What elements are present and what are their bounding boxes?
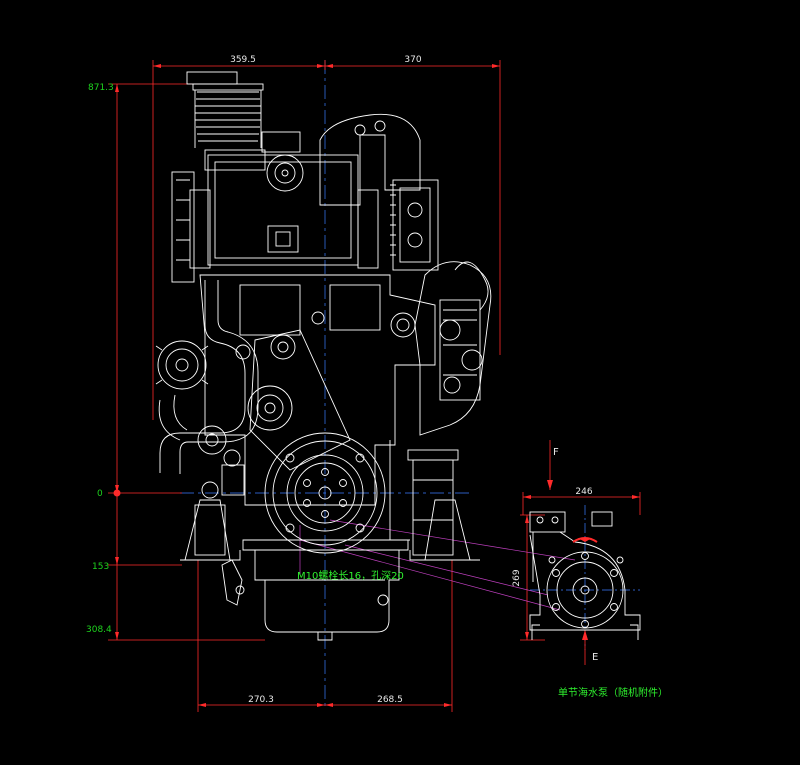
dim-y-top: 871.3 [88, 83, 114, 93]
arrow-in-label: F [553, 447, 559, 458]
leader-lines [299, 519, 576, 611]
dimension-lines [108, 60, 641, 712]
dim-y-zero: 0 [97, 489, 103, 499]
centerlines [180, 60, 640, 710]
engine-outline [155, 71, 492, 641]
intake-bellows [194, 90, 262, 148]
dimension-arrows [113, 64, 640, 707]
pump-bolts [548, 552, 624, 628]
dim-pump-height: 269 [512, 569, 522, 586]
dim-y-153: 153 [92, 562, 109, 572]
dim-y-308: 308.4 [86, 625, 112, 635]
dim-bottom-left: 270.3 [248, 695, 274, 705]
dim-bottom-right: 268.5 [377, 695, 403, 705]
dim-pump-width: 246 [575, 487, 592, 497]
pump-caption: 单节海水泵（随机附件） [558, 686, 668, 699]
arrow-out-label: E [592, 652, 598, 663]
pulley-bolts [285, 453, 365, 533]
dimension-labels: 359.5 370 270.3 268.5 871.3 0 153 308.4 … [86, 55, 593, 705]
bolt-note: M10螺栓长16，孔深20 [297, 569, 404, 582]
rotation-arrow [572, 537, 598, 543]
sea-water-pump [529, 511, 641, 640]
dim-top-right: 370 [404, 55, 421, 65]
dim-top-left: 359.5 [230, 55, 256, 65]
